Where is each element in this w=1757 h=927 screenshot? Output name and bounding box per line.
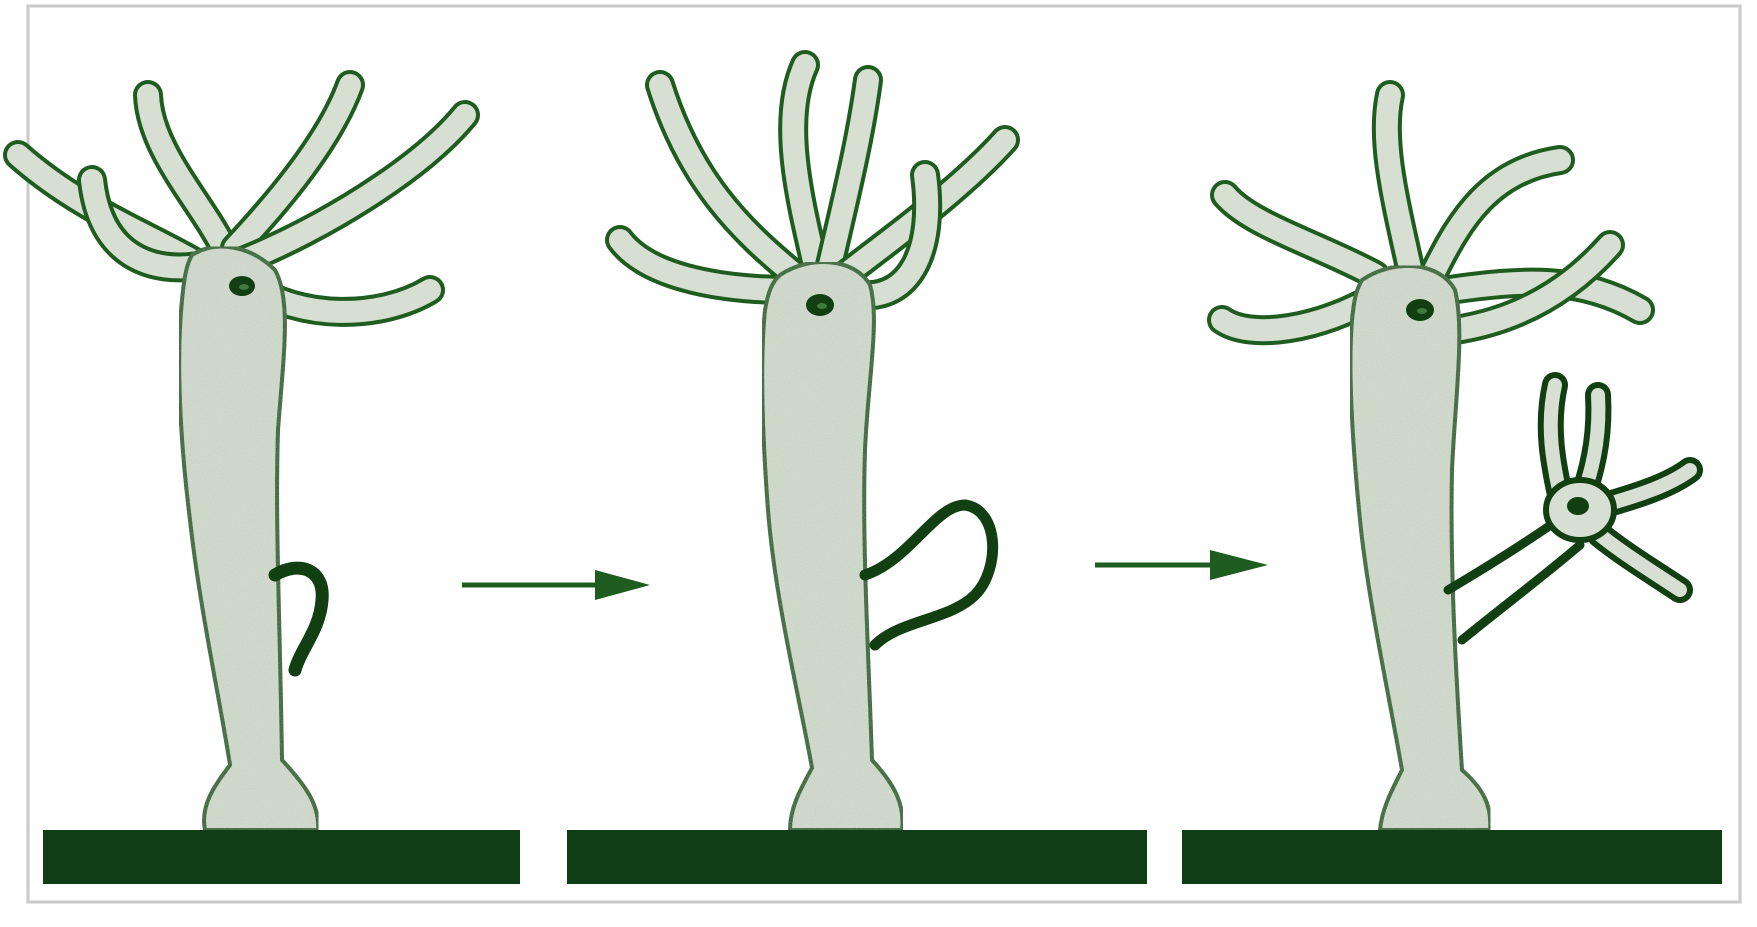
stage-3-body (1350, 266, 1490, 830)
stage-2-hydra (620, 65, 1005, 830)
stage-1-body (179, 247, 318, 830)
arrow-1 (462, 570, 650, 600)
substrate-1 (43, 830, 520, 884)
arrow-2 (1095, 550, 1268, 580)
stage-2-bud (865, 505, 993, 645)
stage-2-body (762, 262, 902, 830)
stage-3-hydra (1222, 95, 1690, 830)
substrate-3 (1182, 830, 1722, 884)
substrate-2 (567, 830, 1147, 884)
stage-1-hydra (18, 85, 465, 830)
stage-3-bud (1448, 385, 1690, 640)
stage-1-bud (275, 568, 322, 670)
